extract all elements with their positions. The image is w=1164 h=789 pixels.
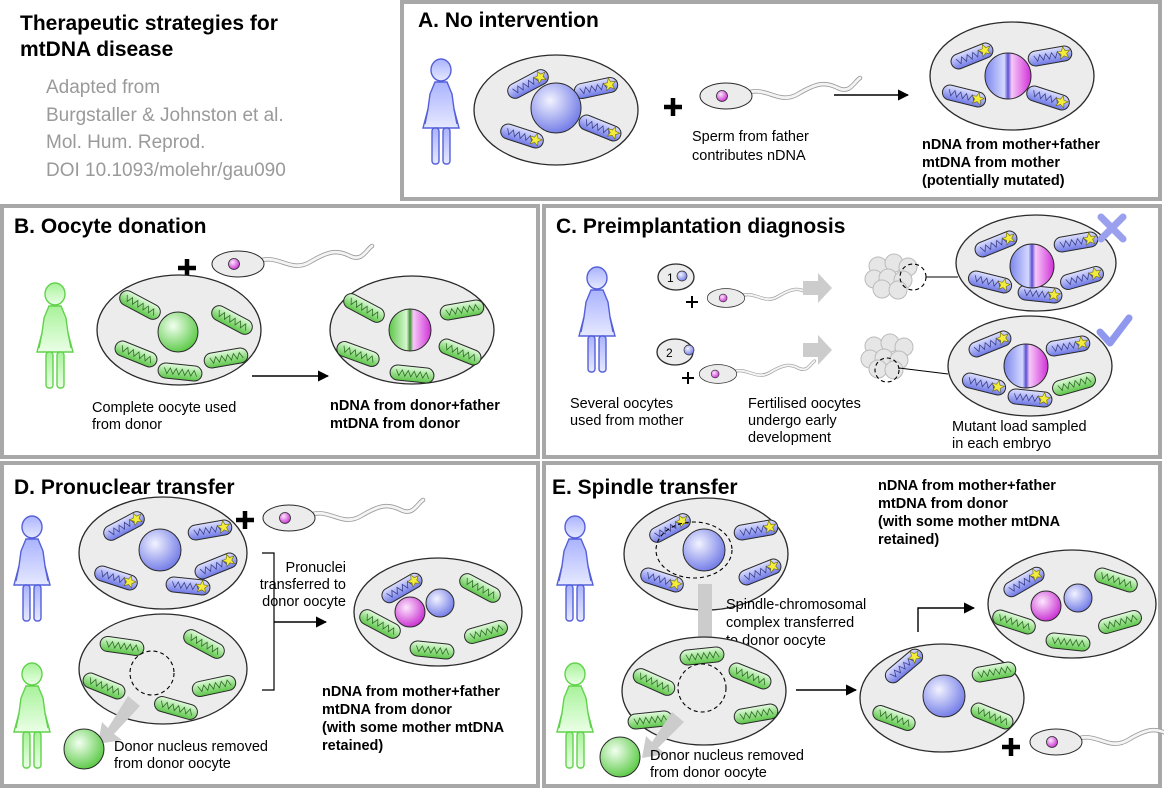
zygote xyxy=(329,275,495,385)
plus-sign xyxy=(686,296,698,308)
check-icon xyxy=(1096,314,1133,347)
grey-arrow xyxy=(803,273,832,303)
embryo-2-cell xyxy=(947,315,1113,417)
plus-sign xyxy=(1002,738,1020,756)
panel-e: E. Spindle transfer nDNA from mother+fat… xyxy=(542,461,1164,788)
donor-oocyte xyxy=(78,613,248,725)
panel-c: C. Preimplantation diagnosis 1 2 xyxy=(542,204,1162,459)
spindle-selection xyxy=(655,521,733,579)
oocyte-1: 1 xyxy=(657,263,695,291)
grey-arrow xyxy=(98,696,140,744)
grey-arrow xyxy=(803,335,832,365)
sample-line xyxy=(898,367,949,375)
donor-oocyte xyxy=(621,636,787,746)
panel-a-title: A. No intervention xyxy=(418,9,599,32)
reconstructed-oocyte xyxy=(859,643,1025,753)
donor-nucleus xyxy=(63,728,105,770)
panel-c-title: C. Preimplantation diagnosis xyxy=(556,215,845,238)
panel-e-title: E. Spindle transfer xyxy=(552,476,738,499)
sample-marker xyxy=(874,357,900,383)
donor-oocyte xyxy=(96,274,262,386)
grey-arrow xyxy=(642,712,684,758)
panel-d: D. Pronuclear transfer Donor nucleus rem… xyxy=(0,461,540,788)
removed-nucleus-outline xyxy=(129,650,175,696)
panel-b-title: B. Oocyte donation xyxy=(14,215,207,238)
oocyte-2: 2 xyxy=(656,338,695,366)
donor-nucleus xyxy=(599,736,641,778)
removed-nucleus-outline xyxy=(677,663,727,713)
panel-d-title: D. Pronuclear transfer xyxy=(14,476,235,499)
reconstructed-zygote xyxy=(353,557,523,667)
zygote xyxy=(929,21,1095,131)
plus-sign xyxy=(682,372,694,384)
plus-sign xyxy=(178,259,196,277)
plus-sign xyxy=(664,98,682,116)
reconstructed-zygote xyxy=(987,549,1157,659)
oocyte-number: 1 xyxy=(667,271,674,285)
plus-sign xyxy=(236,511,254,529)
cross-icon xyxy=(1097,213,1127,243)
mother-oocyte xyxy=(473,54,639,166)
arrow xyxy=(917,602,976,632)
mother-oocyte xyxy=(78,496,248,610)
oocyte-number: 2 xyxy=(666,346,673,360)
embryo-1-cell xyxy=(955,214,1117,312)
